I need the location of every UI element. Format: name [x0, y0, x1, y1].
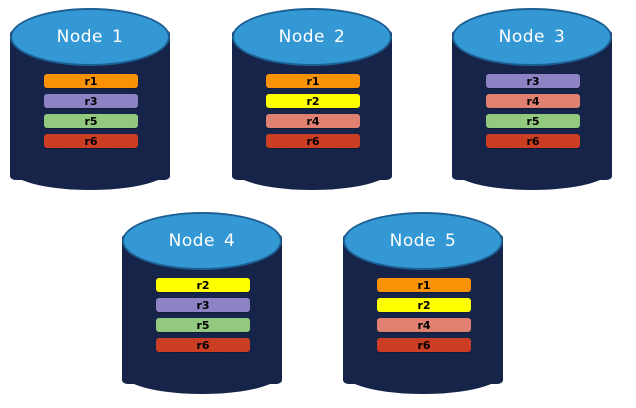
node-cylinder-5[interactable]: Node 5 r1 r2 r4 r6 — [343, 212, 503, 394]
replica-bar-r3[interactable]: r3 — [44, 94, 138, 108]
replica-bar-r6[interactable]: r6 — [486, 134, 580, 148]
cylinder-bottom-ellipse — [122, 352, 282, 394]
node-cylinder-4[interactable]: Node 4 r2 r3 r5 r6 — [122, 212, 282, 394]
cylinder-top-ellipse — [232, 8, 392, 66]
replica-bar-r6[interactable]: r6 — [266, 134, 360, 148]
node-cylinder-1[interactable]: Node 1 r1 r3 r5 r6 — [10, 8, 170, 190]
replica-bar-r6[interactable]: r6 — [156, 338, 250, 352]
node-label-number: 5 — [445, 231, 457, 251]
cylinder-top-ellipse — [452, 8, 612, 66]
replica-bar-r5[interactable]: r5 — [486, 114, 580, 128]
node-label-text: Node — [56, 27, 104, 47]
node-label-number: 3 — [554, 27, 566, 47]
node-label-number: 4 — [224, 231, 236, 251]
replica-bar-r2[interactable]: r2 — [266, 94, 360, 108]
replica-bar-r6[interactable]: r6 — [44, 134, 138, 148]
replica-bar-r3[interactable]: r3 — [486, 74, 580, 88]
node-cylinder-3[interactable]: Node 3 r3 r4 r5 r6 — [452, 8, 612, 190]
node-label-text: Node — [278, 27, 326, 47]
node-label: Node 2 — [232, 8, 392, 66]
replica-bar-r5[interactable]: r5 — [44, 114, 138, 128]
replica-bar-r6[interactable]: r6 — [377, 338, 471, 352]
cylinder-bottom-ellipse — [452, 148, 612, 190]
replica-bar-r1[interactable]: r1 — [266, 74, 360, 88]
cylinder-top-ellipse — [343, 212, 503, 270]
replica-bar-r1[interactable]: r1 — [44, 74, 138, 88]
node-label: Node 1 — [10, 8, 170, 66]
node-label: Node 3 — [452, 8, 612, 66]
cylinder-bottom-ellipse — [10, 148, 170, 190]
replica-bar-r1[interactable]: r1 — [377, 278, 471, 292]
replica-bar-r4[interactable]: r4 — [377, 318, 471, 332]
node-label-text: Node — [389, 231, 437, 251]
node-label-number: 1 — [112, 27, 124, 47]
node-label-text: Node — [498, 27, 546, 47]
replica-bar-r2[interactable]: r2 — [156, 278, 250, 292]
cylinder-bottom-ellipse — [343, 352, 503, 394]
replica-bar-r3[interactable]: r3 — [156, 298, 250, 312]
replica-bar-r5[interactable]: r5 — [156, 318, 250, 332]
node-cylinder-2[interactable]: Node 2 r1 r2 r4 r6 — [232, 8, 392, 190]
node-label: Node 4 — [122, 212, 282, 270]
cylinder-bottom-ellipse — [232, 148, 392, 190]
replica-bar-r4[interactable]: r4 — [486, 94, 580, 108]
replica-stack: r1 r3 r5 r6 — [44, 74, 138, 148]
replica-stack: r2 r3 r5 r6 — [156, 278, 250, 352]
node-label-number: 2 — [334, 27, 346, 47]
replica-bar-r4[interactable]: r4 — [266, 114, 360, 128]
replica-bar-r2[interactable]: r2 — [377, 298, 471, 312]
replica-stack: r1 r2 r4 r6 — [377, 278, 471, 352]
cylinder-top-ellipse — [10, 8, 170, 66]
replica-stack: r3 r4 r5 r6 — [486, 74, 580, 148]
cylinder-top-ellipse — [122, 212, 282, 270]
node-label: Node 5 — [343, 212, 503, 270]
replica-stack: r1 r2 r4 r6 — [266, 74, 360, 148]
node-label-text: Node — [168, 231, 216, 251]
